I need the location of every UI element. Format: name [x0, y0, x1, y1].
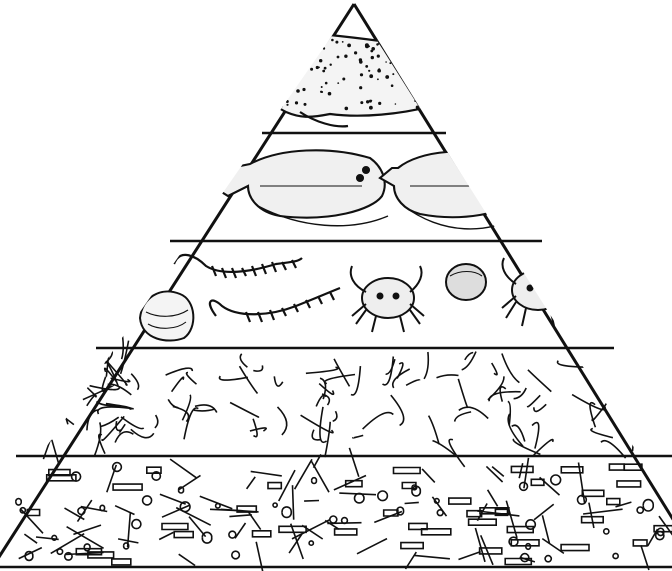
worm-2: [210, 288, 340, 322]
crab-right: [502, 258, 574, 326]
flatfish-left: [212, 150, 388, 225]
flatfish-right: [380, 152, 523, 229]
clam-right: [446, 264, 486, 300]
flatfish-illustration: [212, 150, 523, 229]
crab-left: [351, 266, 424, 332]
benthic-animals: [140, 255, 574, 341]
clam-left: [140, 291, 193, 340]
seal-whiskers: [222, 42, 238, 60]
worm-1: [174, 255, 302, 278]
phytoplankton-illustration: [2, 440, 672, 571]
seal-eye: [251, 33, 258, 40]
